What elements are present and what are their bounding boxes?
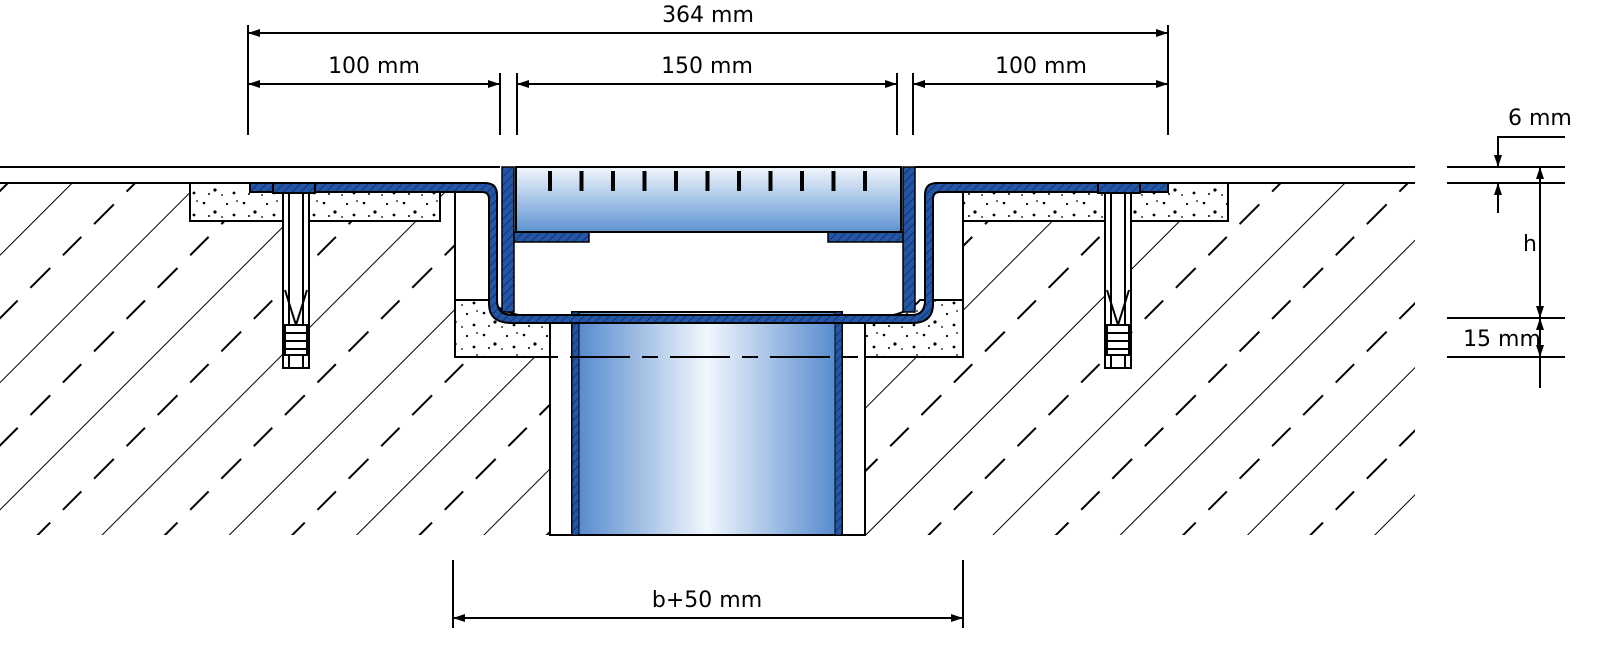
grate-slot [768, 171, 773, 191]
label-channel-width: 150 mm [661, 54, 753, 79]
grate-slot [674, 171, 678, 191]
grate-slot [800, 171, 804, 191]
grate-slot [705, 171, 710, 191]
outlet-pipe [470, 311, 950, 536]
drain-body [249, 166, 1169, 324]
grate-slot [548, 171, 552, 191]
grate-slot [642, 171, 647, 191]
anchor-bolt-right [1097, 182, 1141, 369]
anchor-bolt-left [272, 182, 316, 369]
label-overall-width: 364 mm [662, 3, 754, 28]
label-height: h [1523, 232, 1537, 257]
dimension-labels: 364 mm 100 mm 150 mm 100 mm 6 mm h 15 mm… [328, 3, 1572, 613]
label-cover-thickness: 6 mm [1508, 106, 1572, 131]
drain-grate [515, 166, 902, 233]
grate-slot [831, 171, 836, 191]
grate-slot [863, 171, 867, 191]
label-bedding: 15 mm [1463, 327, 1541, 352]
label-left-flange: 100 mm [328, 54, 420, 79]
label-opening-width: b+50 mm [652, 588, 762, 613]
dimension-lines [247, 25, 1565, 628]
mortar-bedding [189, 182, 1229, 358]
floor-surface [0, 166, 1565, 184]
label-right-flange: 100 mm [995, 54, 1087, 79]
dim-line-cover [1494, 136, 1565, 167]
grate-slot [737, 171, 741, 191]
grate-slot [579, 171, 584, 191]
grate-slot [611, 171, 615, 191]
